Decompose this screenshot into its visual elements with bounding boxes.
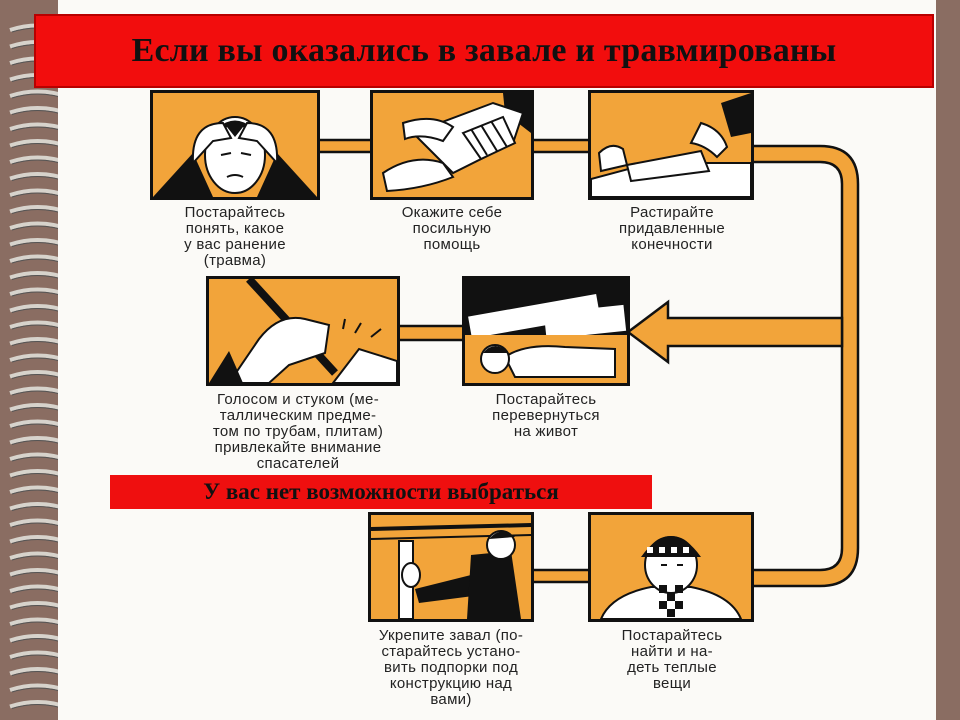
- step-5-illustration: [462, 276, 630, 386]
- page-title: Если вы оказались в завале и травмирован…: [34, 14, 934, 88]
- step-7-illustration: [588, 512, 754, 622]
- step-4-illustration: [206, 276, 400, 386]
- no-exit-warning: У вас нет возможности выбраться: [110, 475, 652, 509]
- step-6-illustration: [368, 512, 534, 622]
- step-3-illustration: [588, 90, 754, 200]
- step-2-illustration: [370, 90, 534, 200]
- step-4-caption: Голосом и стуком (ме-таллическим предме-…: [212, 391, 384, 472]
- step-6-caption: Укрепите завал (по-старайтесь устано- ви…: [378, 627, 524, 708]
- step-1-illustration: [150, 90, 320, 200]
